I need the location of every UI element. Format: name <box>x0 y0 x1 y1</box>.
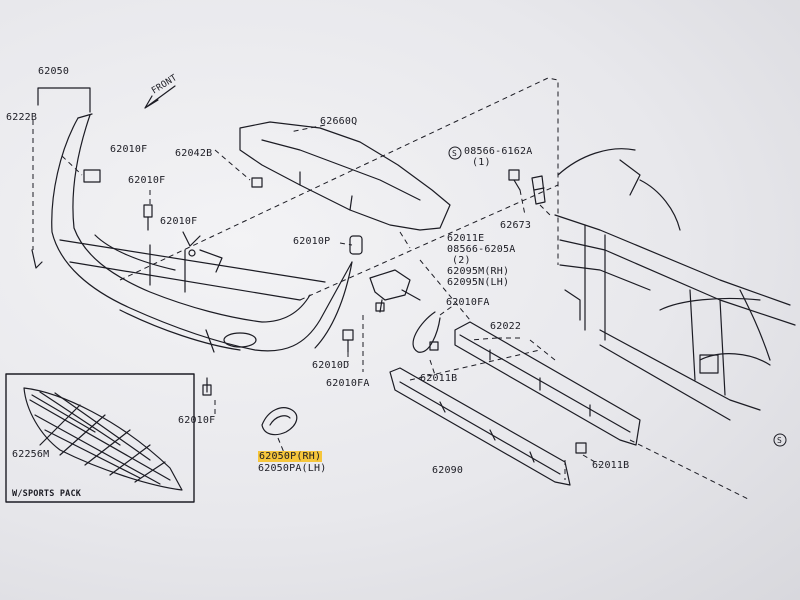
label-08566-6162a: 08566-6162A <box>464 146 533 157</box>
upper-shroud <box>239 121 451 231</box>
absorber-62090 <box>389 367 571 486</box>
bolt-62010d <box>342 329 354 353</box>
reinforcement-62022 <box>454 321 641 446</box>
clip-62011b <box>429 341 439 351</box>
clip-62673 <box>508 169 546 205</box>
label-08566-6205a: 08566-6205A <box>447 244 516 255</box>
lamp-cover-62050p <box>261 407 298 436</box>
front-arrow <box>144 85 176 109</box>
label-62042b: 62042B <box>175 148 213 159</box>
bracket-62095 <box>369 269 421 313</box>
label-62010f-1: 62010F <box>110 144 148 155</box>
label-62050p-highlighted: 62050P(RH) <box>258 451 323 462</box>
label-62011b-1: 62011B <box>420 373 458 384</box>
wire-62010fa <box>412 311 441 353</box>
label-62010fa-1: 62010FA <box>446 297 490 308</box>
label-62011b-2: 62011B <box>592 460 630 471</box>
label-6162a-qty: (1) <box>472 157 491 168</box>
label-62010d: 62010D <box>312 360 350 371</box>
s-symbols <box>448 146 787 447</box>
svg-text:S: S <box>777 436 782 445</box>
label-62010f-4: 62010F <box>178 415 216 426</box>
label-62256m: 62256M <box>12 449 50 460</box>
dashed-guides <box>32 77 751 501</box>
bumper-fascia <box>51 113 353 353</box>
bolt-62011b <box>575 442 587 454</box>
label-62010p: 62010P <box>293 236 331 247</box>
label-62050pa: 62050PA(LH) <box>258 463 327 474</box>
svg-text:S: S <box>452 149 457 158</box>
grille-62256m <box>23 387 183 491</box>
label-62022: 62022 <box>490 321 522 332</box>
part-bracket <box>37 87 91 113</box>
label-6222b: 6222B <box>6 112 38 123</box>
fascia-clips <box>31 169 223 396</box>
label-62660q: 62660Q <box>320 116 358 127</box>
inset-box <box>5 373 195 503</box>
label-6205a-qty: (2) <box>452 255 471 266</box>
label-62090: 62090 <box>432 465 464 476</box>
label-62010f-2: 62010F <box>128 175 166 186</box>
label-sports-pack: W/SPORTS PACK <box>12 489 82 499</box>
label-62011e: 62011E <box>447 233 485 244</box>
core-support <box>554 148 796 421</box>
label-62095m: 62095M(RH) <box>447 266 510 277</box>
label-62010fa-2: 62010FA <box>326 378 370 389</box>
label-62095n: 62095N(LH) <box>447 277 510 288</box>
label-62050: 62050 <box>38 66 70 77</box>
label-62010f-3: 62010F <box>160 216 198 227</box>
label-62673: 62673 <box>500 220 532 231</box>
